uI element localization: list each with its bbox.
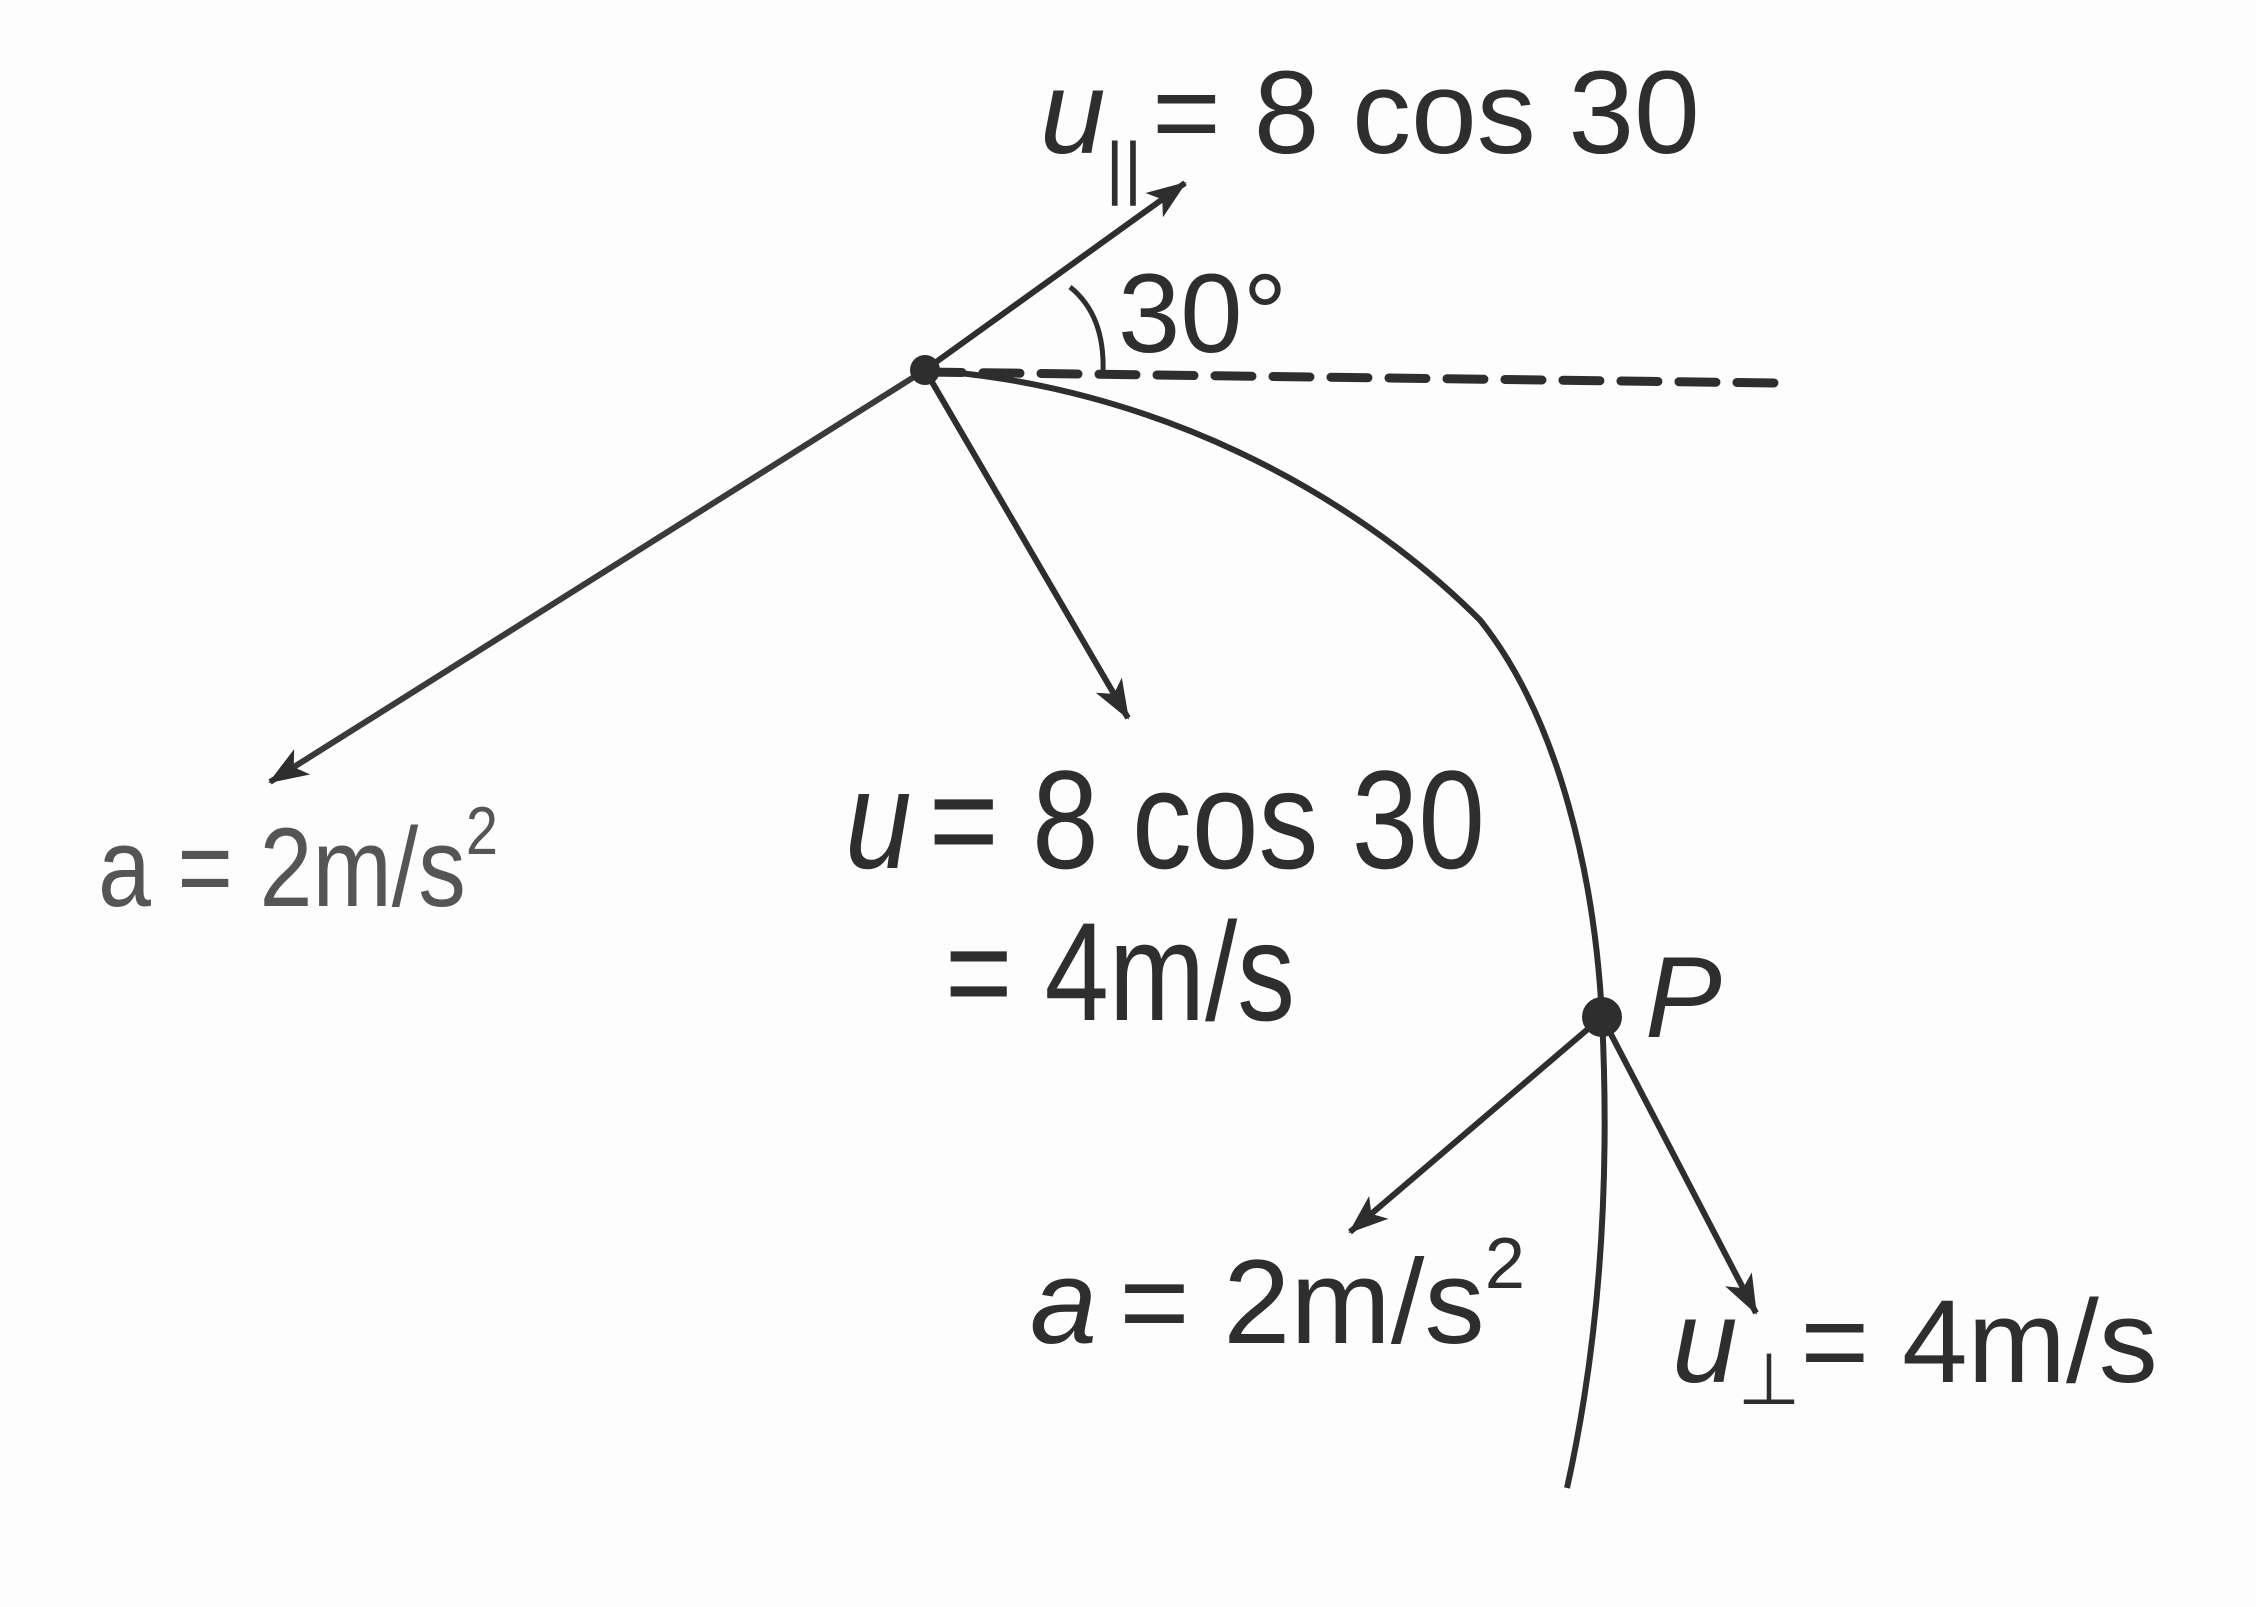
a-bottom-sup: 2 <box>1485 1224 1525 1304</box>
u-parallel-label: u||= 8 cos 30 <box>1040 47 1700 206</box>
u-parallel-subscript: || <box>1106 128 1142 206</box>
a-bottom-symbol: a <box>1030 1235 1097 1369</box>
angle-arc <box>1068 285 1106 373</box>
a-top-sup: 2 <box>466 793 498 869</box>
u-top-perp-arrow <box>922 368 1131 720</box>
u-mid-symbol: u <box>845 741 912 898</box>
u-parallel-expr: = 8 cos 30 <box>1152 47 1700 179</box>
a-top-arrow <box>268 367 927 785</box>
u-mid-label-line2: = 4m/s <box>945 893 1295 1050</box>
u-parallel-symbol: u <box>1040 47 1106 179</box>
a-bottom-arrow <box>1348 1014 1604 1235</box>
angle-label: 30° <box>1118 251 1287 376</box>
u-parallel-arrow <box>923 180 1187 373</box>
u-perp-label: u⊥= 4m/s <box>1672 1276 2158 1420</box>
top-point-dot <box>910 355 940 385</box>
u-perp-arrow <box>1599 1015 1759 1315</box>
u-mid-label-line1: u= 8 cos 30 <box>845 741 1485 898</box>
point-p-label: P <box>1645 934 1722 1062</box>
u-perp-symbol: u <box>1672 1276 1738 1408</box>
u-perp-expr: = 4m/s <box>1800 1276 2157 1408</box>
u-mid-expr: = 8 cos 30 <box>929 741 1485 898</box>
horizontal-reference-dashed <box>920 367 1783 388</box>
a-top-text: a = 2m/s <box>98 805 466 930</box>
a-top-label: a = 2m/s2 <box>98 793 498 930</box>
a-bottom-label: a= 2m/s2 <box>1030 1224 1525 1369</box>
trajectory-curve <box>924 367 1608 1489</box>
a-bottom-expr: = 2m/s <box>1119 1235 1484 1369</box>
u-perp-subscript: ⊥ <box>1738 1340 1801 1420</box>
point-p-dot <box>1582 997 1622 1037</box>
